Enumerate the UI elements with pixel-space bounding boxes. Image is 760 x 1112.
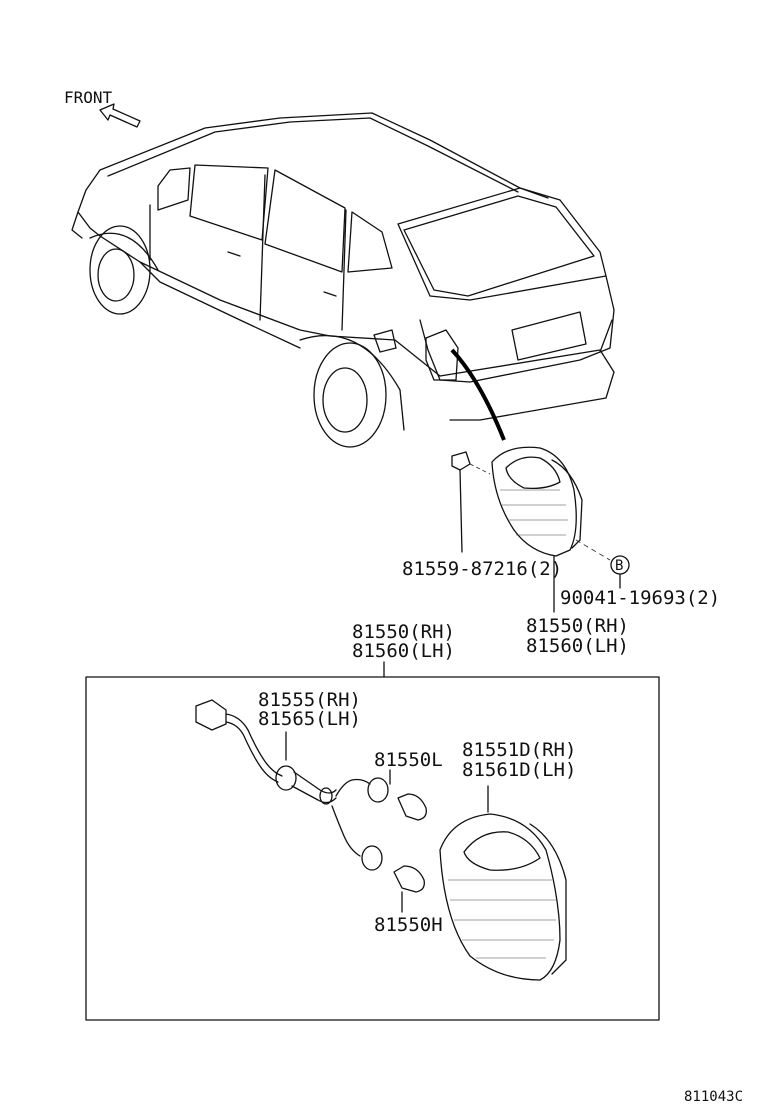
lower-bulb	[393, 865, 425, 913]
callout-upper-lamp-lh: 81560(LH)	[526, 635, 629, 657]
lamp-leader-arrow	[450, 348, 506, 441]
callout-upper-bolt: 81559-87216(2)	[402, 558, 562, 580]
front-indicator: FRONT	[64, 88, 141, 128]
callout-assembly-rh: 81550(RH)	[352, 621, 455, 643]
upper-bolt	[451, 451, 491, 553]
callout-bulb-lower: 81550H	[374, 914, 443, 936]
callout-socket-lh: 81565(LH)	[258, 708, 361, 730]
callout-upper-screw: 90041-19693(2)	[560, 587, 720, 609]
callout-socket-rh: 81555(RH)	[258, 689, 361, 711]
callout-lens-lh: 81561D(LH)	[462, 759, 576, 781]
assembly-detail-box	[85, 676, 660, 1021]
callout-bulb-upper: 81550L	[374, 749, 443, 771]
socket-wire-harness	[195, 699, 389, 871]
callout-assembly-lh: 81560(LH)	[352, 640, 455, 662]
upper-bulb	[389, 769, 427, 821]
front-arrow-icon	[99, 103, 141, 128]
screw-marker-label: B	[615, 558, 623, 574]
diagram-id: 811043C	[684, 1089, 743, 1105]
upper-tail-lamp	[491, 446, 583, 557]
screw-marker-circle	[610, 555, 630, 575]
screw-dash-line	[575, 539, 611, 561]
callout-upper-lamp-rh: 81550(RH)	[526, 615, 629, 637]
lamp-lens	[439, 785, 567, 981]
vehicle-illustration	[71, 112, 615, 448]
callout-lens-rh: 81551D(RH)	[462, 739, 576, 761]
front-label: FRONT	[64, 88, 113, 107]
